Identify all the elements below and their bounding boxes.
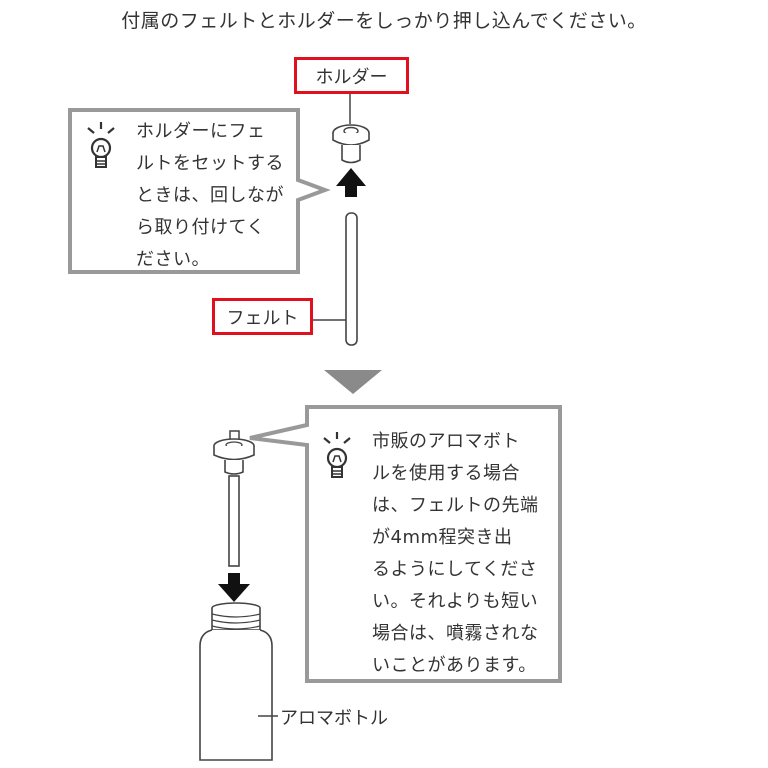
tip-1-text: ホルダーにフェ ルトをセットする ときは、回しなが ら取り付けてく ださい。 [136, 116, 296, 276]
light-bulb-icon [87, 122, 115, 168]
tip-1-line: ださい。 [136, 249, 210, 270]
tip-1-line: ルトをセットする [136, 153, 284, 174]
holder-label: ホルダー [294, 57, 409, 94]
next-step-arrow-icon [324, 370, 382, 394]
tip-2-line: いことがあります。 [372, 655, 537, 676]
aroma-bottle [199, 602, 278, 761]
tip-callout-2-frame [249, 405, 562, 683]
light-bulb-icon [323, 432, 351, 478]
felt-label: フェルト [212, 298, 313, 335]
tip-2-text: 市販のアロマボト ルを使用する場合 は、フェルトの先端 が4mm程突き出 るよう… [372, 426, 558, 682]
instruction-text: 付属のフェルトとホルダーをしっかり押し込んでください。 [121, 10, 647, 32]
tip-2-line: ルを使用する場合 [372, 463, 520, 484]
tip-2-line: 場合は、噴霧されな [372, 623, 539, 644]
tip-2-line: が4mm程突き出 [372, 527, 513, 548]
tip-1-line: ときは、回しなが [136, 185, 284, 206]
tip-2-line: るようにしてくださ [372, 559, 538, 580]
insert-arrow-down-icon [218, 573, 250, 602]
aroma-bottle-label: アロマボトル [280, 708, 388, 729]
felt-stick-top [313, 212, 358, 346]
tip-callout-1-frame [68, 108, 331, 274]
tip-2-line: は、フェルトの先端 [372, 495, 539, 516]
holder-part-top [332, 92, 370, 164]
tip-2-line: 市販のアロマボト [372, 431, 520, 452]
tip-1-line: ホルダーにフェ [136, 121, 266, 142]
tip-1-line: ら取り付けてく [136, 217, 265, 238]
tip-2-line: い。それよりも短い [372, 591, 539, 612]
assembled-holder-felt [213, 430, 255, 567]
insert-arrow-up-icon [336, 168, 366, 197]
